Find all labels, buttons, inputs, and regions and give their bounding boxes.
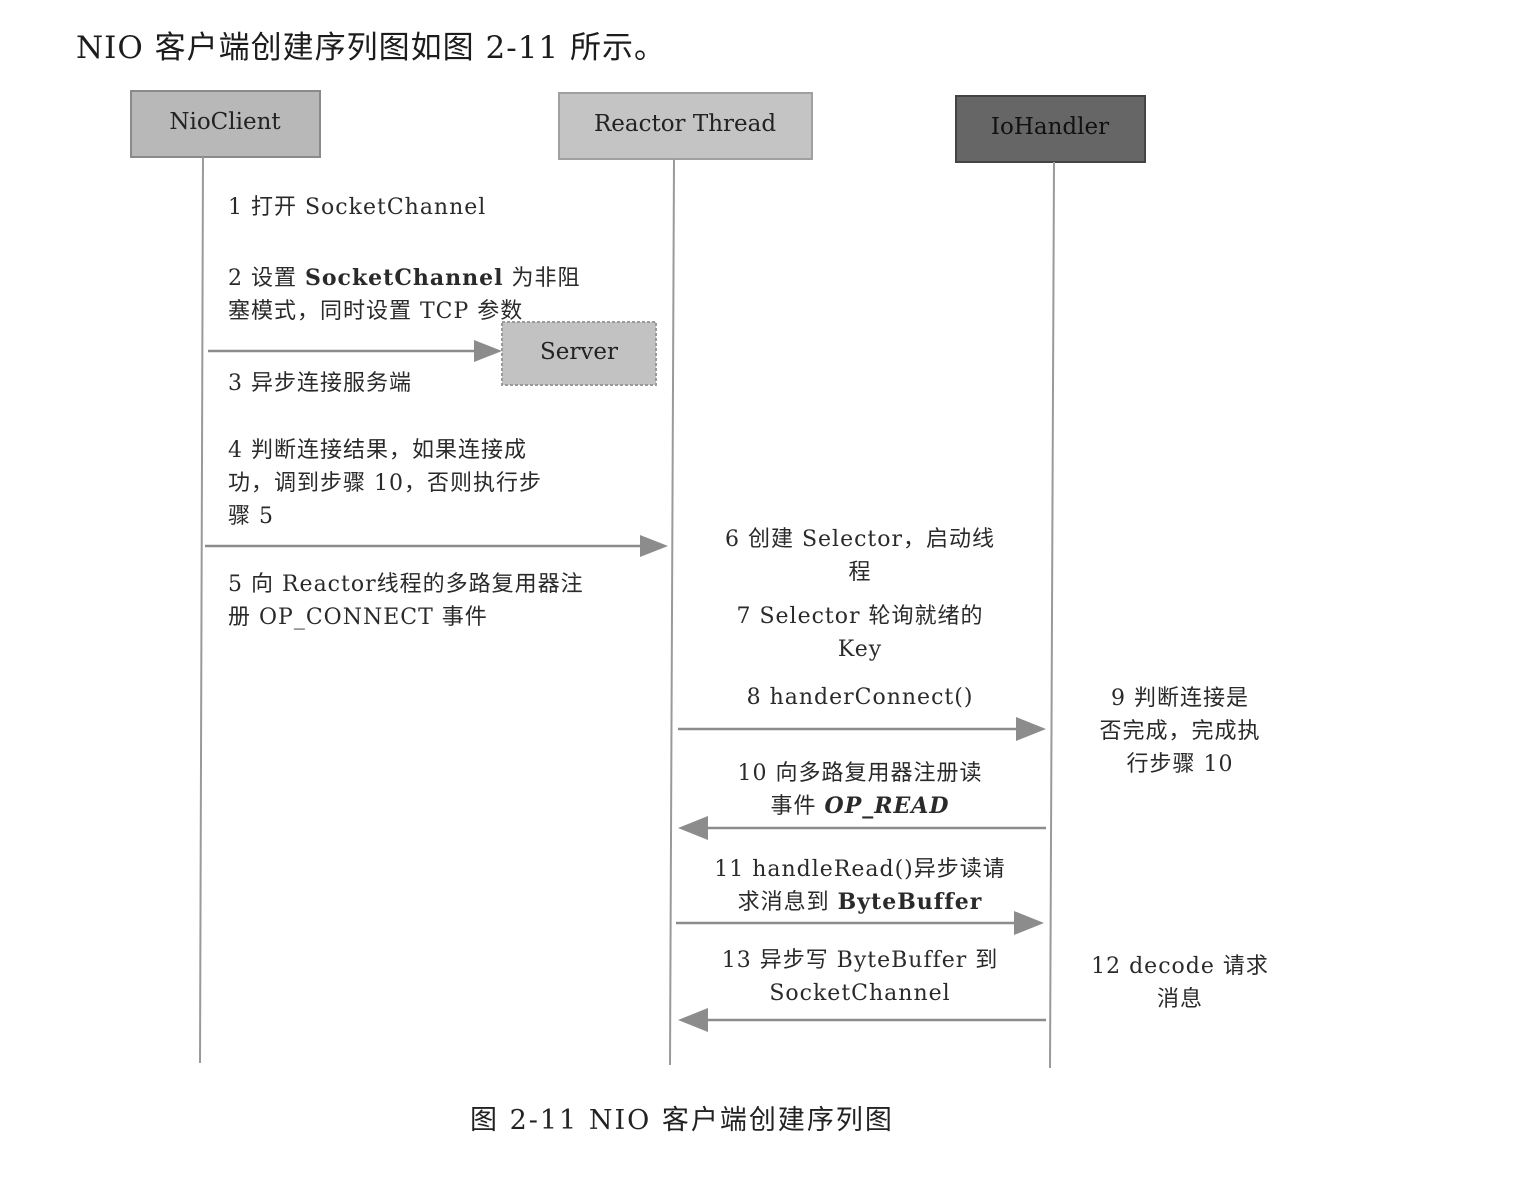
arrow-step5-register-connect <box>205 535 668 557</box>
step-11-text-a: 11 handleRead()异步读请 求消息到 <box>714 857 1006 915</box>
participant-iohandler: IoHandler <box>955 95 1146 163</box>
step-8-note: 8 handerConnect() <box>746 685 974 710</box>
arrow-step13-write <box>678 1008 1046 1032</box>
participant-reactor-label: Reactor Thread <box>594 111 776 137</box>
step-5-note: 5 向 Reactor线程的多路复用器注 册 OP_CONNECT 事件 <box>228 572 584 630</box>
lifeline-reactor <box>669 158 675 1066</box>
figure-caption: 图 2-11 NIO 客户端创建序列图 <box>470 1105 894 1136</box>
step-11-note: 11 handleRead()异步读请 求消息到 ByteBuffer <box>700 853 1020 919</box>
participant-server: Server <box>501 321 657 386</box>
step-7-note: 7 Selector 轮询就绪的 Key <box>736 604 984 662</box>
step-10-text-a: 10 向多路复用器注册读 事件 <box>737 761 983 819</box>
step-2-text-a: 2 设置 <box>228 266 305 291</box>
participant-nioclient-label: NioClient <box>169 109 281 135</box>
step-1-note: 1 打开 SocketChannel <box>228 195 487 220</box>
participant-server-label: Server <box>540 339 618 365</box>
step-3-note: 3 异步连接服务端 <box>228 371 412 396</box>
step-13-note: 13 异步写 ByteBuffer 到 SocketChannel <box>721 948 999 1006</box>
participant-iohandler-label: IoHandler <box>991 114 1109 140</box>
participant-nioclient: NioClient <box>130 90 321 158</box>
step-12-note: 12 decode 请求 消息 <box>1091 954 1269 1012</box>
step-6-note: 6 创建 Selector，启动线 程 <box>724 527 996 585</box>
arrow-step8-handerconnect <box>678 717 1046 741</box>
arrow-step10-register-read <box>678 816 1046 840</box>
participant-reactor-thread: Reactor Thread <box>558 92 813 160</box>
intro-text: NIO 客户端创建序列图如图 2-11 所示。 <box>76 30 666 66</box>
step-2-note: 2 设置 SocketChannel 为非阻 塞模式，同时设置 TCP 参数 <box>228 262 580 328</box>
arrow-step3-connect-server <box>208 340 502 362</box>
step-9-note: 9 判断连接是 否完成，完成执 行步骤 10 <box>1099 686 1261 777</box>
step-10-note: 10 向多路复用器注册读 事件 OP_READ <box>700 757 1020 823</box>
step-2-text-b: SocketChannel <box>304 265 504 291</box>
lifeline-iohandler <box>1049 161 1055 1069</box>
step-4-note: 4 判断连接结果，如果连接成 功，调到步骤 10，否则执行步 骤 5 <box>228 438 542 529</box>
step-2-text-c: 为非阻 塞模式，同时设置 TCP 参数 <box>228 266 581 324</box>
step-10-text-b: OP_READ <box>824 793 950 819</box>
arrow-step11-handleread <box>676 911 1044 935</box>
lifeline-nioclient <box>199 156 204 1064</box>
step-11-text-b: ByteBuffer <box>837 889 983 915</box>
